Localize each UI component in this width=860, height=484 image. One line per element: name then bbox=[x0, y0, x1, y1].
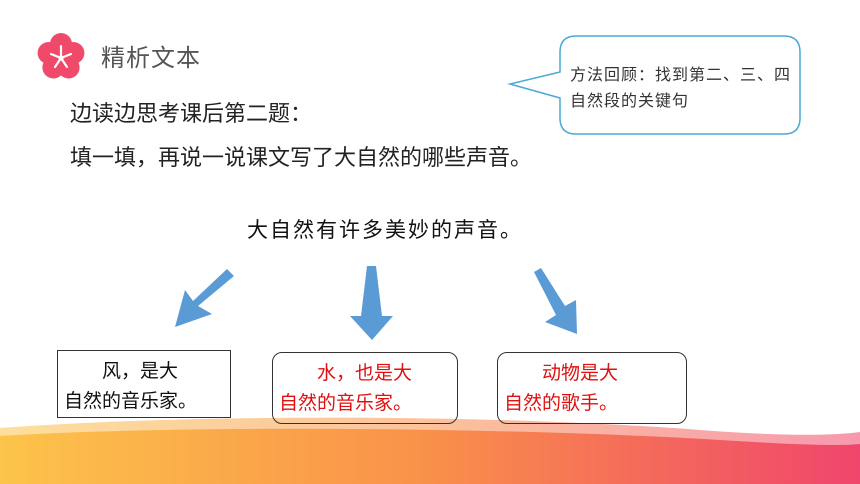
instruction-line-1: 边读边思考课后第二题： bbox=[70, 102, 313, 127]
box-1-line-1: 风，是大 bbox=[102, 360, 179, 382]
answer-box-wind: 风，是大 自然的音乐家。 bbox=[57, 350, 231, 418]
tip-text: 方法回顾：找到第二、三、四自然段的关键句 bbox=[570, 65, 792, 110]
arrow-left-icon bbox=[175, 269, 234, 327]
speech-bubble bbox=[507, 35, 801, 135]
arrow-middle-icon bbox=[350, 266, 393, 340]
box-2-line-2: 自然的音乐家。 bbox=[279, 392, 413, 414]
box-1-line-2: 自然的音乐家。 bbox=[64, 390, 198, 412]
instruction-line-2: 填一填，再说一说课文写了大自然的哪些声音。 bbox=[70, 146, 533, 171]
section-title: 精析文本 bbox=[101, 44, 201, 72]
answer-box-animals: 动物是大 自然的歌手。 bbox=[497, 352, 687, 424]
arrow-right-icon bbox=[534, 268, 577, 334]
box-3-line-1: 动物是大 bbox=[542, 362, 619, 384]
main-sentence: 大自然有许多美妙的声音。 bbox=[247, 218, 523, 242]
box-3-line-2: 自然的歌手。 bbox=[504, 392, 619, 414]
flower-icon bbox=[37, 33, 85, 79]
answer-box-water: 水，也是大 自然的音乐家。 bbox=[272, 352, 458, 424]
box-2-line-1: 水，也是大 bbox=[317, 362, 413, 384]
